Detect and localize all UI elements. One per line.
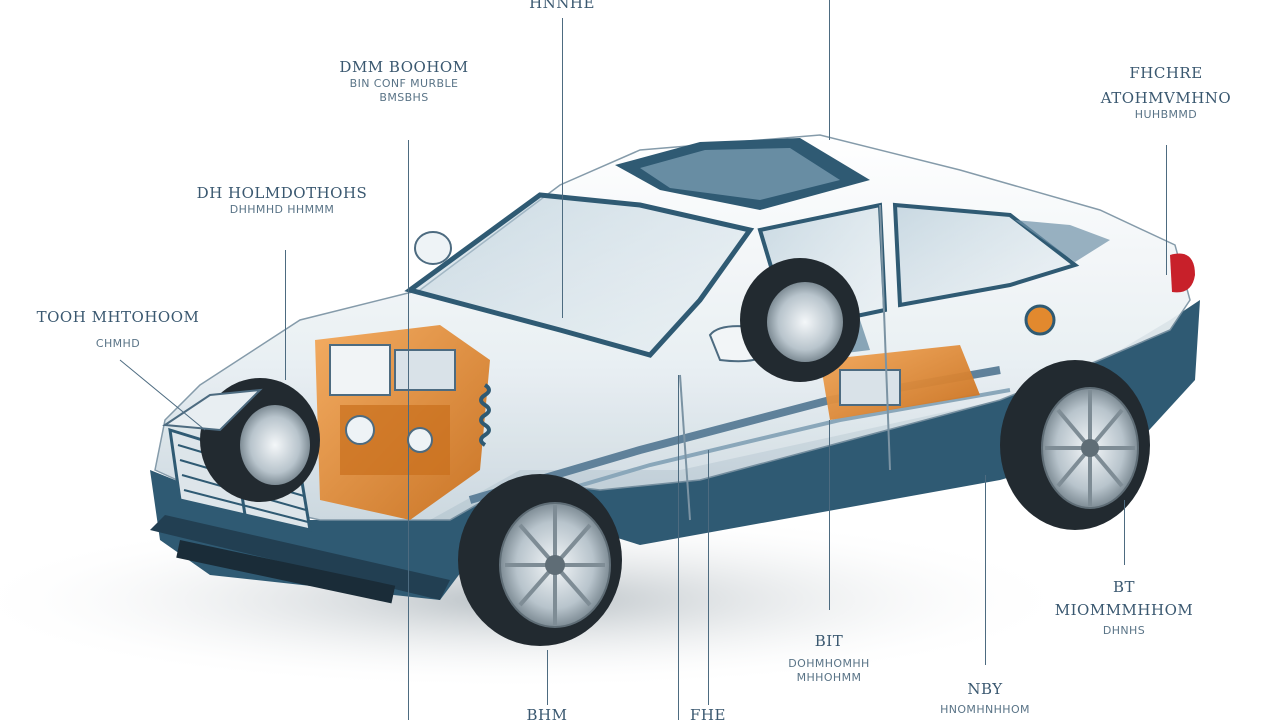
callout-bottom-mid: FHE bbox=[690, 706, 726, 720]
side-window-rear bbox=[892, 202, 1080, 308]
callout-top-left: DMM BOOHOM BIN CONF MURBLE BMSBHS bbox=[339, 58, 468, 104]
leader-line bbox=[829, 0, 830, 140]
callout-subtitle: DHNHS bbox=[1102, 623, 1146, 637]
callout-title: BHM bbox=[526, 706, 568, 720]
leader-line bbox=[1166, 145, 1167, 275]
rear-wheel-near bbox=[1000, 360, 1150, 530]
front-wheel-near bbox=[458, 474, 622, 646]
leader-line bbox=[678, 375, 679, 720]
callout-top-right: FHCHRE ATOHMVMHNO HUHBMMD bbox=[1101, 64, 1231, 121]
lower-body bbox=[150, 300, 1200, 600]
callout-title: FHE bbox=[690, 706, 726, 720]
callout-subtitle: HNOMHNHHOM bbox=[940, 702, 1030, 716]
leader-line bbox=[562, 18, 563, 318]
leader-line bbox=[1124, 500, 1125, 565]
callout-subtitle: MHHOHMM bbox=[796, 670, 862, 684]
callout-subtitle: BIN CONF MURBLE bbox=[349, 76, 459, 90]
callout-subtitle: CHMHD bbox=[95, 336, 141, 350]
tail-light bbox=[1170, 253, 1195, 293]
rear-wheel-far bbox=[740, 258, 860, 382]
callout-left: TOOH MHTOHOOM CHMHD bbox=[37, 308, 200, 351]
leader-line bbox=[408, 140, 409, 720]
callout-title: BIT bbox=[814, 632, 844, 650]
callout-subtitle: DOHMHOMHH bbox=[788, 656, 870, 670]
engine-block bbox=[315, 325, 490, 520]
callout-title: FHCHRE bbox=[1129, 64, 1203, 82]
callout-subtitle: HUHBMMD bbox=[1134, 107, 1198, 121]
leader-line bbox=[829, 420, 830, 610]
callout-title: DMM BOOHOM bbox=[339, 58, 469, 76]
leader-line bbox=[985, 475, 986, 665]
callout-top-center: HNNHE bbox=[529, 0, 595, 13]
leader-line bbox=[547, 650, 548, 705]
callout-subtitle: BMSBHS bbox=[379, 90, 429, 104]
leader-line bbox=[708, 450, 709, 705]
windshield bbox=[404, 192, 755, 358]
callout-title: BT bbox=[1112, 578, 1136, 596]
callout-title: HNNHE bbox=[529, 0, 595, 12]
callout-bottom-right: NBY HNOMHNHHOM bbox=[940, 680, 1030, 717]
callout-bottom-center: BIT DOHMHOMHH MHHOHMM bbox=[788, 632, 869, 684]
callout-right-bottom: BT MIOMMMHHOM DHNHS bbox=[1055, 578, 1193, 637]
callout-subtitle: DHHMHD HHMMM bbox=[229, 202, 335, 216]
callout-bottom-left: BHM bbox=[527, 706, 568, 720]
front-spring bbox=[479, 383, 491, 447]
callout-title: ATOHMVMHNO bbox=[1100, 88, 1232, 107]
callout-title: DH HOLMDOTHOHS bbox=[196, 184, 368, 202]
callout-title: TOOH MHTOHOOM bbox=[36, 308, 200, 326]
callout-title: MIOMMMHHOM bbox=[1054, 600, 1194, 619]
leader-line bbox=[285, 250, 286, 380]
callout-title: NBY bbox=[967, 680, 1003, 698]
callout-mid-left: DH HOLMDOTHOHS DHHMHD HHMMM bbox=[197, 184, 368, 217]
